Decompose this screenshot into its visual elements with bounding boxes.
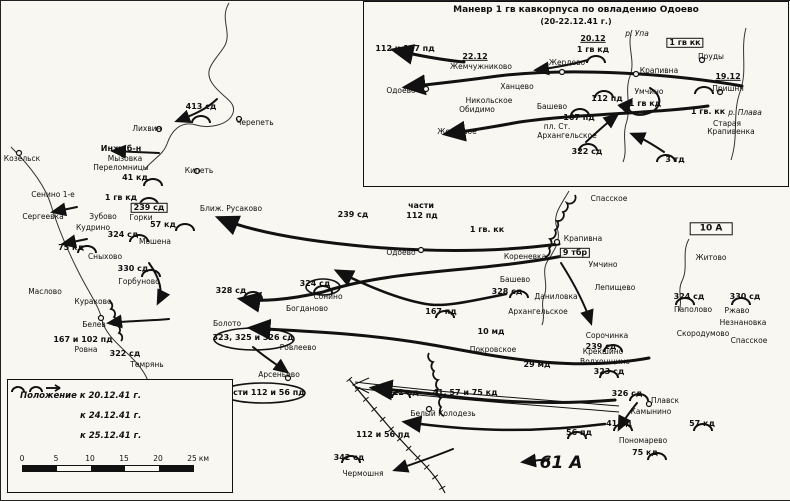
inset-subtitle: (20-22.12.41 г.) xyxy=(540,17,612,26)
town-markers-group xyxy=(15,115,653,413)
inset-title: Маневр 1 гв кавкорпуса по овладению Одое… xyxy=(453,5,699,15)
scale-tick: 25 xyxy=(187,454,197,463)
scale-bar: 0 5 10 15 20 25 км xyxy=(14,454,226,476)
legend-row: к 24.12.41 г. xyxy=(11,384,226,426)
scale-tick: 0 xyxy=(19,454,25,463)
movement-arrows-group xyxy=(50,98,651,473)
legend-row: к 25.12.41 г. xyxy=(11,384,226,446)
scale-ticks: 0 5 10 15 20 25 км xyxy=(19,454,212,464)
scale-strip xyxy=(22,465,194,472)
inset-town-markers-group xyxy=(422,56,724,96)
map-legend: Положение к 20.12.41 г. к 24.12.41 г. к … xyxy=(7,379,233,493)
inset-map: Маневр 1 гв кавкорпуса по овладению Одое… xyxy=(363,1,789,187)
inset-unit-symbols-group xyxy=(570,55,714,163)
scale-unit: км xyxy=(198,454,210,463)
legend-label: к 25.12.41 г. xyxy=(80,431,142,441)
legend-label: к 24.12.41 г. xyxy=(80,411,142,421)
legend-label: Положение к 20.12.41 г. xyxy=(20,391,142,401)
unit-symbols-group xyxy=(77,115,751,464)
scale-tick: 20 xyxy=(153,454,163,463)
scale-tick: 15 xyxy=(119,454,129,463)
inset-arrows-group xyxy=(389,44,744,153)
scale-tick: 5 xyxy=(53,454,59,463)
scale-tick: 10 xyxy=(85,454,95,463)
inset-artwork xyxy=(389,27,747,163)
position-symbol-25-12-icon xyxy=(11,384,61,393)
inset-rivers-group xyxy=(622,27,747,163)
railway-group xyxy=(346,376,449,495)
roads-group xyxy=(351,377,620,413)
